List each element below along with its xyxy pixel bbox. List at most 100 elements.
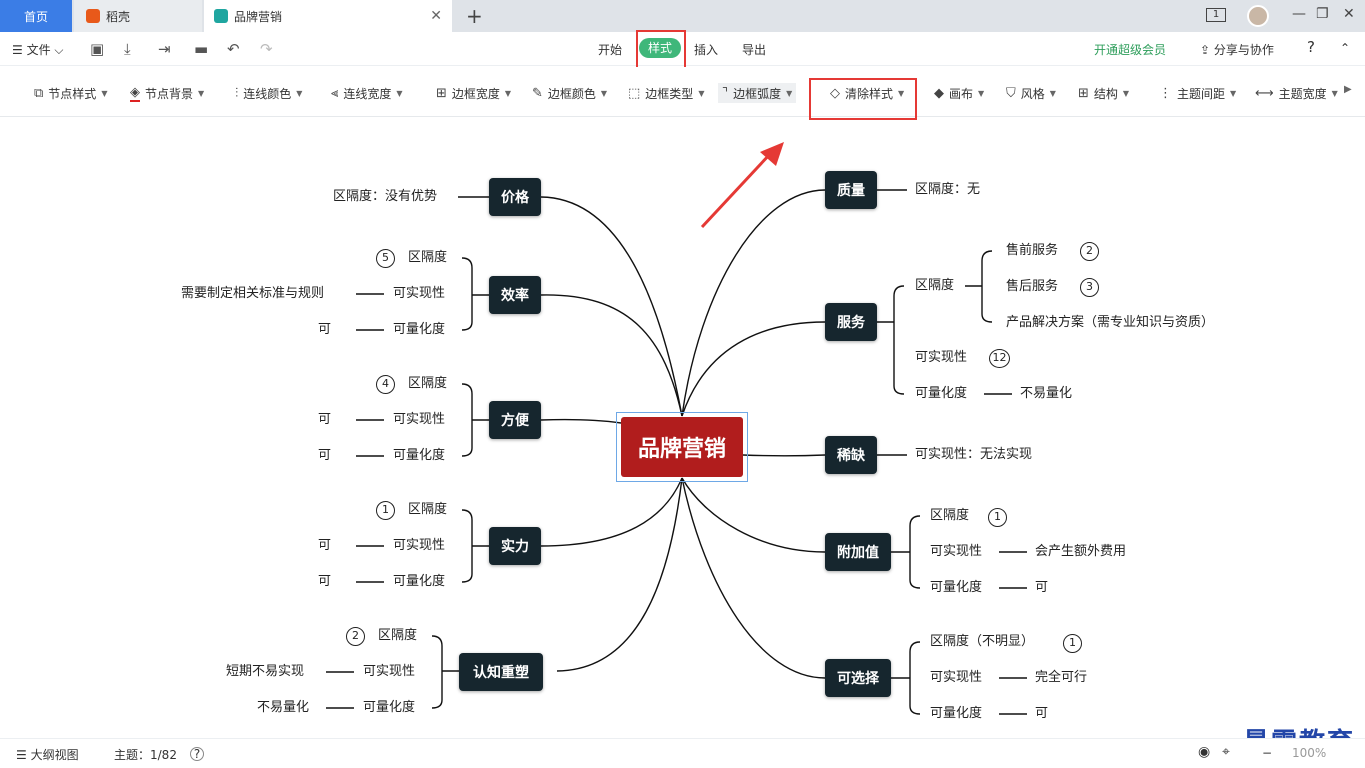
subtopic-quality-distinction[interactable]: 区隔度：无 — [915, 182, 981, 197]
avatar[interactable] — [1247, 5, 1269, 27]
subtopic-quantifiable[interactable]: 可量化度 — [363, 700, 416, 715]
subtopic-feasibility[interactable]: 可实现性 — [930, 670, 983, 685]
subtopic-quantifiable[interactable]: 可量化度 — [393, 322, 446, 337]
topic-scarcity[interactable]: 稀缺 — [825, 436, 877, 474]
file-menu[interactable]: ☰ 文件 ⌵ — [12, 43, 64, 57]
restore-icon[interactable]: ❐ — [1316, 6, 1329, 22]
subtopic-feasibility[interactable]: 可实现性 — [363, 664, 416, 679]
topic-added-value[interactable]: 附加值 — [825, 533, 891, 571]
subtopic-distinction[interactable]: 区隔度 — [930, 508, 970, 523]
fill-bucket-icon: ◈ — [130, 84, 140, 102]
line-color-button[interactable]: ⫶连线颜色▼ — [235, 83, 302, 103]
subtopic-feasibility[interactable]: 可实现性 — [393, 286, 446, 301]
eye-icon[interactable]: ◉ — [1198, 744, 1211, 760]
export-icon[interactable]: ⇥ — [158, 40, 171, 58]
root-topic[interactable]: 品牌营销 — [621, 417, 743, 477]
subtopic-feasibility[interactable]: 可实现性 — [393, 538, 446, 553]
theme-style-button[interactable]: ⛉风格▼ — [1006, 83, 1056, 103]
outline-view-button[interactable]: ☰ 大纲视图 — [16, 746, 79, 763]
topic-spacing-button[interactable]: ⋮主题间距▼ — [1159, 83, 1236, 103]
subtopic-aftersale[interactable]: 售后服务 — [1006, 279, 1059, 294]
border-radius-button[interactable]: ⌝边框弧度▼ — [718, 83, 797, 103]
close-tab-icon[interactable]: ✕ — [430, 8, 442, 24]
tab-document[interactable]: 品牌营销 ✕ — [204, 0, 452, 32]
subtopic-detail[interactable]: 不易量化 — [257, 700, 310, 715]
save-icon[interactable]: ▣ — [90, 40, 105, 58]
minimize-icon[interactable]: — — [1292, 6, 1306, 22]
vip-link[interactable]: 开通超级会员 — [1094, 43, 1167, 57]
menu-start[interactable]: 开始 — [598, 43, 623, 57]
collapse-ribbon-icon[interactable]: ⌃ — [1340, 41, 1351, 55]
node-bg-button[interactable]: ◈节点背景▼ — [130, 83, 204, 103]
structure-button[interactable]: ⊞结构▼ — [1078, 83, 1129, 103]
subtopic-detail[interactable]: 短期不易实现 — [226, 664, 305, 679]
subtopic-feasibility[interactable]: 可实现性 — [915, 350, 968, 365]
subtopic-distinction[interactable]: 区隔度 — [408, 502, 448, 517]
subtopic-detail[interactable]: 会产生额外费用 — [1035, 544, 1127, 559]
clear-style-button[interactable]: ◇清除样式▼ — [830, 83, 904, 103]
subtopic-detail[interactable]: 可 — [318, 574, 332, 589]
subtopic-detail[interactable]: 可 — [318, 448, 332, 463]
redo-icon[interactable]: ↷ — [260, 40, 273, 58]
canvas-label: 画布 — [949, 86, 974, 101]
share-button[interactable]: ⇪ 分享与协作 — [1200, 41, 1274, 58]
topic-service[interactable]: 服务 — [825, 303, 877, 341]
subtopic-quantifiable[interactable]: 可量化度 — [930, 580, 983, 595]
menu-style[interactable]: 样式 — [639, 38, 681, 58]
tab-docer[interactable]: 稻壳 — [74, 0, 202, 32]
subtopic-feasibility[interactable]: 可实现性 — [930, 544, 983, 559]
info-help-icon[interactable]: ? — [190, 747, 204, 761]
toolbar-scroll-right-icon[interactable]: ▶ — [1344, 84, 1352, 95]
topic-width-button[interactable]: ⟷主题宽度▼ — [1255, 83, 1338, 103]
subtopic-detail[interactable]: 可 — [1035, 580, 1049, 595]
subtopic-detail[interactable]: 不易量化 — [1020, 386, 1073, 401]
zoom-out-icon[interactable]: − — [1262, 746, 1273, 760]
tab-home[interactable]: 首页 — [0, 0, 72, 32]
window-count-badge[interactable]: 1 — [1206, 8, 1226, 22]
topic-quality[interactable]: 质量 — [825, 171, 877, 209]
subtopic-detail[interactable]: 可 — [318, 322, 332, 337]
download-icon[interactable]: ⤓ — [124, 40, 131, 58]
close-window-icon[interactable]: ✕ — [1343, 6, 1355, 22]
format-painter-icon[interactable]: ▬ — [194, 40, 209, 58]
subtopic-scarcity-feasibility[interactable]: 可实现性：无法实现 — [915, 447, 1033, 462]
topic-convenience[interactable]: 方便 — [489, 401, 541, 439]
topic-strength[interactable]: 实力 — [489, 527, 541, 565]
subtopic-detail[interactable]: 可 — [1035, 706, 1049, 721]
menu-insert[interactable]: 插入 — [694, 43, 719, 57]
subtopic-solution[interactable]: 产品解决方案（需专业知识与资质） — [1006, 315, 1215, 330]
menu-export[interactable]: 导出 — [742, 43, 767, 57]
subtopic-detail[interactable]: 可 — [318, 412, 332, 427]
subtopic-quantifiable[interactable]: 可量化度 — [930, 706, 983, 721]
subtopic-presale[interactable]: 售前服务 — [1006, 243, 1059, 258]
subtopic-detail[interactable]: 可 — [318, 538, 332, 553]
border-type-button[interactable]: ⬚边框类型▼ — [628, 83, 704, 103]
subtopic-feasibility[interactable]: 可实现性 — [393, 412, 446, 427]
topic-choice[interactable]: 可选择 — [825, 659, 891, 697]
node-style-button[interactable]: ⧉节点样式▼ — [34, 83, 107, 103]
canvas-button[interactable]: ◆画布▼ — [934, 83, 984, 103]
subtopic-distinction[interactable]: 区隔度 — [915, 278, 955, 293]
subtopic-price-distinction[interactable]: 区隔度：没有优势 — [333, 189, 438, 204]
help-question-icon[interactable]: ? — [1307, 38, 1315, 56]
subtopic-quantifiable[interactable]: 可量化度 — [915, 386, 968, 401]
subtopic-detail[interactable]: 完全可行 — [1035, 670, 1088, 685]
border-color-button[interactable]: ✎边框颜色▼ — [532, 83, 607, 103]
subtopic-quantifiable[interactable]: 可量化度 — [393, 574, 446, 589]
subtopic-detail[interactable]: 需要制定相关标准与规则 — [181, 286, 325, 301]
subtopic-distinction[interactable]: 区隔度（不明显） — [930, 634, 1035, 649]
mindmap-canvas[interactable]: 品牌营销 价格 效率 方便 实力 认知重塑 质量 服务 稀缺 附加值 可选择 区… — [0, 118, 1365, 758]
topic-cognition[interactable]: 认知重塑 — [459, 653, 543, 691]
locate-icon[interactable]: ⌖ — [1222, 744, 1230, 760]
subtopic-distinction[interactable]: 区隔度 — [408, 250, 448, 265]
line-width-button[interactable]: ⫷连线宽度▼ — [331, 83, 403, 103]
subtopic-quantifiable[interactable]: 可量化度 — [393, 448, 446, 463]
new-tab-icon[interactable]: + — [466, 4, 483, 28]
topic-efficiency[interactable]: 效率 — [489, 276, 541, 314]
subtopic-distinction[interactable]: 区隔度 — [408, 376, 448, 391]
undo-icon[interactable]: ↶ — [227, 40, 240, 58]
topic-price[interactable]: 价格 — [489, 178, 541, 216]
border-width-button[interactable]: ⊞边框宽度▼ — [436, 83, 511, 103]
zoom-level[interactable]: 100% — [1292, 746, 1327, 760]
subtopic-distinction[interactable]: 区隔度 — [378, 628, 418, 643]
